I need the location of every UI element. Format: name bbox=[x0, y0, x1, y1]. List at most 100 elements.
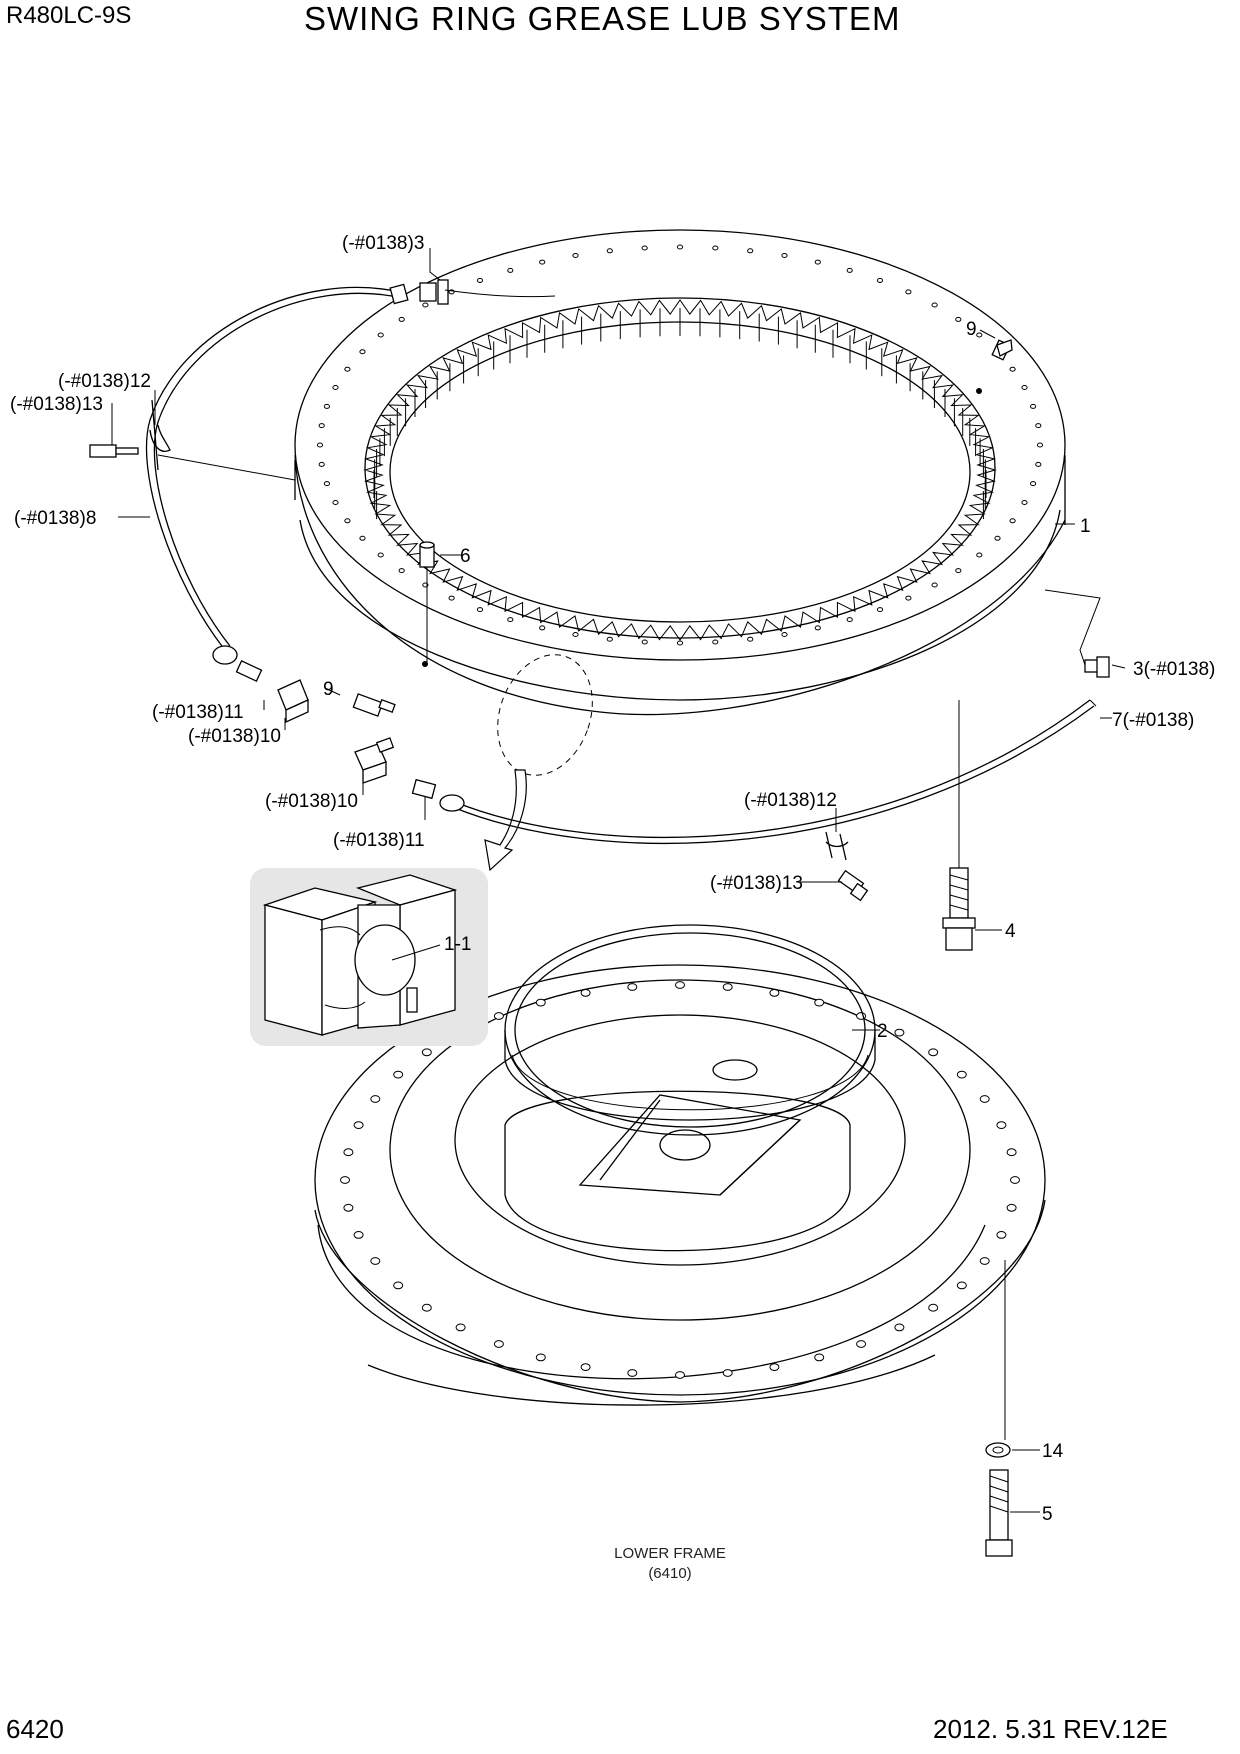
swing-ring-bolt-hole bbox=[344, 366, 351, 372]
swing-ring-top-face bbox=[294, 229, 1066, 661]
swing-ring-bolt-hole bbox=[323, 403, 330, 409]
lower-frame-bolt-hole bbox=[627, 983, 638, 991]
callout-2: 2 bbox=[877, 1021, 888, 1042]
swing-ring-bolt-hole bbox=[398, 568, 405, 574]
tee-block-10-center bbox=[354, 737, 395, 784]
swing-ring-bolt-hole bbox=[572, 632, 579, 637]
lower-frame-base-skirt bbox=[317, 1224, 986, 1380]
lower-frame-bolt-hole bbox=[956, 1281, 967, 1290]
bolt-13-upper bbox=[89, 444, 139, 458]
detail-zoom-marker bbox=[497, 654, 593, 776]
swing-ring-bolt-hole bbox=[606, 248, 613, 254]
lower-frame-center-body bbox=[504, 1090, 851, 1252]
lower-frame-bolt-hole bbox=[675, 1371, 685, 1379]
swing-ring-bolt-hole bbox=[976, 552, 983, 558]
callout-10-center: (-#0138)10 bbox=[265, 791, 358, 812]
swing-ring-bolt-hole bbox=[676, 640, 684, 646]
dowel-pin-6 bbox=[419, 541, 435, 568]
lower-frame-reference: (6410) bbox=[648, 1565, 691, 1582]
lower-frame-bolt-hole bbox=[894, 1323, 905, 1332]
lower-frame-flange-edge bbox=[314, 1199, 1046, 1403]
swing-ring-bolt-hole bbox=[846, 267, 853, 273]
callout-11-center: (-#0138)11 bbox=[333, 830, 425, 851]
callout-9-lower: 9 bbox=[323, 679, 334, 700]
clamp-12-upper bbox=[149, 399, 171, 471]
lower-frame-bolt-hole bbox=[894, 1028, 905, 1037]
callout-3-right: 3(-#0138) bbox=[1133, 659, 1215, 680]
swing-ring-bolt-hole bbox=[316, 442, 324, 448]
lower-frame-center-hole bbox=[659, 1129, 711, 1161]
lower-frame-bolt-hole bbox=[856, 1340, 867, 1348]
callout-1-1: 1-1 bbox=[444, 934, 471, 955]
lower-frame-bolt-hole bbox=[928, 1048, 939, 1057]
lower-frame-bolt-hole bbox=[996, 1121, 1007, 1129]
swing-ring-bolt-hole bbox=[344, 518, 351, 524]
lower-frame-bolt-hole bbox=[1006, 1203, 1017, 1212]
model-name: R480LC-9S bbox=[6, 2, 132, 29]
detail-arrow bbox=[484, 769, 527, 872]
callout-14: 14 bbox=[1042, 1441, 1064, 1462]
lower-frame-bolt-hole bbox=[353, 1231, 364, 1239]
lower-frame-bolt-hole bbox=[979, 1095, 990, 1103]
swing-ring-bolt-hole bbox=[955, 568, 962, 574]
callout-1: 1 bbox=[1080, 516, 1091, 537]
swing-ring-bolt-hole bbox=[448, 595, 455, 601]
lower-frame-bolt-hole bbox=[996, 1231, 1007, 1239]
elbow-fitting-3-right bbox=[1084, 656, 1110, 678]
swing-ring-bolt-hole bbox=[931, 302, 938, 308]
callout-13-upper: (-#0138)13 bbox=[10, 394, 103, 415]
washer-14 bbox=[985, 1442, 1011, 1458]
swing-ring-bolt-hole bbox=[931, 582, 938, 588]
swing-ring-bolt-hole bbox=[905, 289, 912, 295]
grease-line-7-end bbox=[1089, 699, 1097, 707]
callout-12-upper: (-#0138)12 bbox=[58, 371, 151, 392]
lower-frame-bolt-hole bbox=[580, 1363, 591, 1371]
grease-lines bbox=[145, 286, 1097, 845]
lower-frame-bolt-hole bbox=[580, 989, 591, 997]
lower-frame-bolt-hole bbox=[627, 1369, 638, 1377]
swing-ring-bolt-hole bbox=[846, 617, 853, 623]
swing-ring-bolt-hole bbox=[572, 253, 579, 258]
swing-ring-bolt-hole bbox=[606, 636, 613, 642]
grease-line-8-outer bbox=[145, 286, 401, 651]
callout-3-upper: (-#0138)3 bbox=[342, 233, 424, 254]
swing-ring-bolt-hole bbox=[377, 332, 384, 338]
swing-ring-bolt-hole bbox=[398, 316, 405, 322]
swing-ring-bolt-hole bbox=[1035, 461, 1042, 467]
detail-block-groove bbox=[319, 926, 366, 1009]
callout-12-lower: (-#0138)12 bbox=[744, 790, 837, 811]
lower-frame-bolt-hole bbox=[340, 1176, 350, 1184]
lower-frame-bolt-hole bbox=[393, 1281, 404, 1290]
lower-frame-bolt-hole bbox=[769, 1363, 780, 1371]
lower-frame-flange-top bbox=[314, 964, 1046, 1396]
lower-frame-bolt-hole bbox=[1010, 1176, 1020, 1184]
callout-13-lower: (-#0138)13 bbox=[710, 873, 803, 894]
swing-ring-bolt-hole bbox=[641, 639, 648, 645]
detail-1-1-panel bbox=[250, 868, 488, 1046]
grease-line-8-inner bbox=[153, 292, 403, 647]
lower-frame-inner-step bbox=[389, 979, 971, 1321]
grease-line-7-inner bbox=[454, 705, 1095, 845]
swing-ring-bolt-hole bbox=[332, 385, 339, 390]
callout-8: (-#0138)8 bbox=[14, 508, 96, 529]
swing-ring-bolt-hole bbox=[1021, 385, 1028, 390]
grease-port-upper bbox=[976, 388, 982, 394]
swing-ring-bolt-hole bbox=[781, 253, 788, 258]
swing-ring-bolt-hole bbox=[994, 535, 1001, 541]
swing-ring-bolt-hole bbox=[814, 259, 821, 265]
swing-ring-bolt-hole bbox=[1030, 403, 1037, 409]
callout-7: 7(-#0138) bbox=[1112, 710, 1194, 731]
seal-ring-band-inner bbox=[511, 1054, 869, 1111]
callout-11-left: (-#0138)11 bbox=[152, 702, 244, 723]
page-number: 6420 bbox=[6, 1714, 64, 1744]
lower-frame-bolt-hole bbox=[535, 998, 546, 1007]
swing-ring-bolt-hole bbox=[359, 535, 366, 541]
swing-ring-bolt-hole bbox=[1035, 423, 1042, 429]
swing-ring-bolt-hole bbox=[747, 248, 754, 254]
seal-ring-inner-top bbox=[514, 932, 866, 1128]
bolt-5 bbox=[985, 1469, 1013, 1557]
swing-ring bbox=[294, 229, 1066, 716]
swing-ring-bolt-hole bbox=[476, 277, 484, 283]
swing-ring-bolt-hole bbox=[876, 277, 884, 283]
